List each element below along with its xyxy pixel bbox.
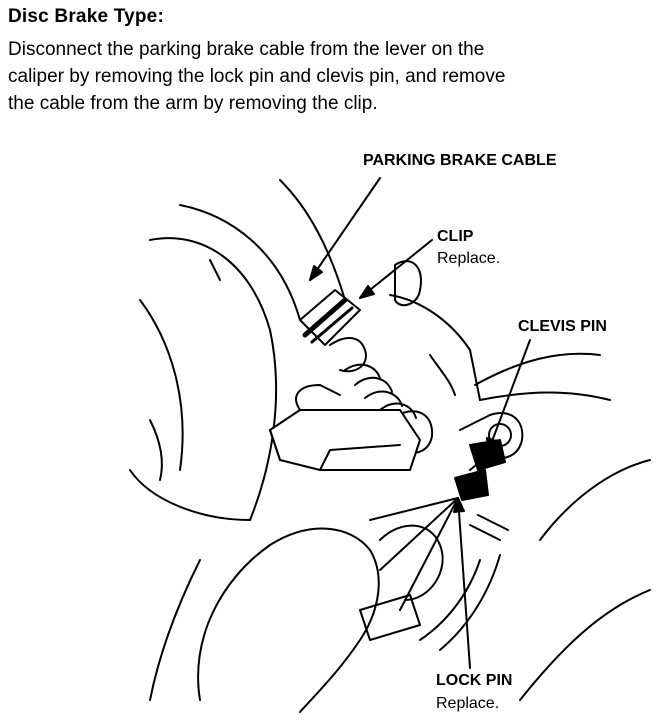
cable-boot [364,390,403,407]
caliper-body [295,384,341,411]
caliper-bracket [389,294,481,401]
suspension-arm [539,459,651,541]
hand-outline [149,559,201,701]
cable-boot [354,376,393,393]
tire-outline [139,299,184,471]
leader-lock-pin-branch [369,497,459,521]
leader-lock-pin [457,497,471,669]
callout-parking-brake-cable: PARKING BRAKE CABLE [363,152,557,169]
brake-hose [419,559,481,641]
suspension-arm [479,391,611,401]
instruction-line: Disconnect the parking brake cable from … [8,39,485,60]
cable-housing [302,297,348,338]
lock-pin-shape [454,469,489,501]
tire-outline [279,179,346,301]
tire-outline [179,204,301,321]
cable-housing [299,289,361,346]
instruction-line: the cable from the arm by removing the c… [8,93,378,114]
leader-lock-pin-branch [399,497,459,611]
caliper-body [319,444,401,471]
callout-clip-note: Replace. [437,250,501,267]
leader-parking-brake-cable [309,177,381,281]
suspension-arm [519,589,651,701]
caliper-body [269,409,421,471]
brake-hose [469,514,509,541]
callout-clevis-pin: CLEVIS PIN [518,318,607,335]
callout-clip: CLIP [437,228,474,245]
instruction-paragraph: Disconnect the parking brake cable from … [8,36,650,117]
cable-boot [379,402,417,419]
arrowhead [453,497,465,513]
caliper-lower [379,524,444,601]
hand-outline [299,549,380,713]
tire-outline [149,419,163,481]
arrowhead [309,265,323,281]
instruction-line: caliper by removing the lock pin and cle… [8,66,506,87]
leader-clip [359,239,433,299]
tire-outline [149,237,278,521]
section-heading: Disc Brake Type: [8,6,164,27]
tire-outline [209,259,221,281]
brake-hose [439,554,501,651]
caliper-lower [359,594,421,641]
cable-boot [344,363,381,379]
leader-lock-pin-branch [379,497,459,571]
caliper-bracket [429,354,456,396]
callout-lock-pin: LOCK PIN [436,672,513,689]
suspension-arm [474,352,601,386]
cable-housing [329,337,367,373]
tire-outline [129,469,251,521]
leader-clevis-pin [487,339,531,453]
cable-housing [310,306,354,344]
callout-lock-pin-note: Replace. [436,695,500,712]
arrowhead [359,285,375,299]
caliper-bracket [394,260,422,307]
caliper-body [269,429,281,461]
arrowhead [486,437,497,453]
hand-outline [197,527,371,701]
